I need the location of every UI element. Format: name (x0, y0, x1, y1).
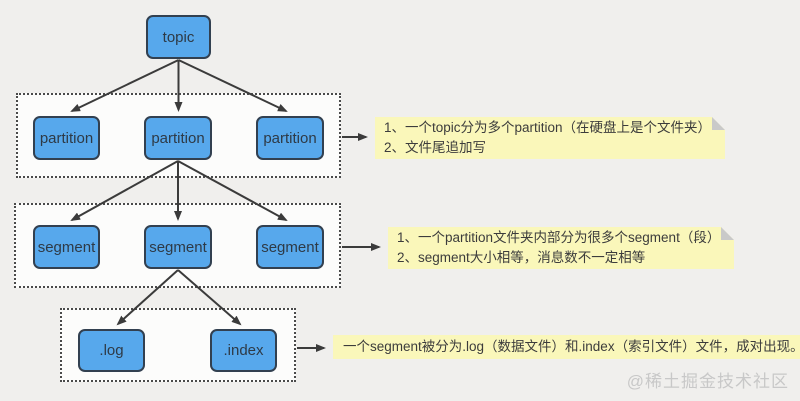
topic-node: topic (146, 15, 211, 59)
note-partition: 1、一个topic分为多个partition（在硬盘上是个文件夹） 2、文件尾追… (375, 117, 726, 159)
note-partition-line-1: 1、一个topic分为多个partition（在硬盘上是个文件夹） (384, 120, 712, 135)
note-segment-line-1: 1、一个partition文件夹内部分为很多个segment（段） (397, 230, 721, 245)
segment-node-1: segment (33, 225, 100, 269)
log-file-node: .log (78, 329, 145, 372)
segment-node-3: segment (256, 225, 324, 269)
partition-node-2: partition (144, 116, 212, 160)
note-files-line-1: 一个segment被分为.log（数据文件）和.index（索引文件）文件，成对… (343, 339, 800, 354)
index-file-node: .index (210, 329, 277, 372)
note-segment: 1、一个partition文件夹内部分为很多个segment（段） 2、segm… (388, 227, 735, 269)
note-partition-line-2: 2、文件尾追加写 (384, 140, 487, 155)
partition-node-3: partition (256, 116, 324, 160)
note-segment-line-2: 2、segment大小相等，消息数不一定相等 (397, 250, 646, 265)
segment-node-2: segment (144, 225, 212, 269)
partition-node-1: partition (33, 116, 100, 160)
watermark: @稀土掘金技术社区 (626, 372, 789, 391)
note-files: 一个segment被分为.log（数据文件）和.index（索引文件）文件，成对… (333, 335, 800, 359)
